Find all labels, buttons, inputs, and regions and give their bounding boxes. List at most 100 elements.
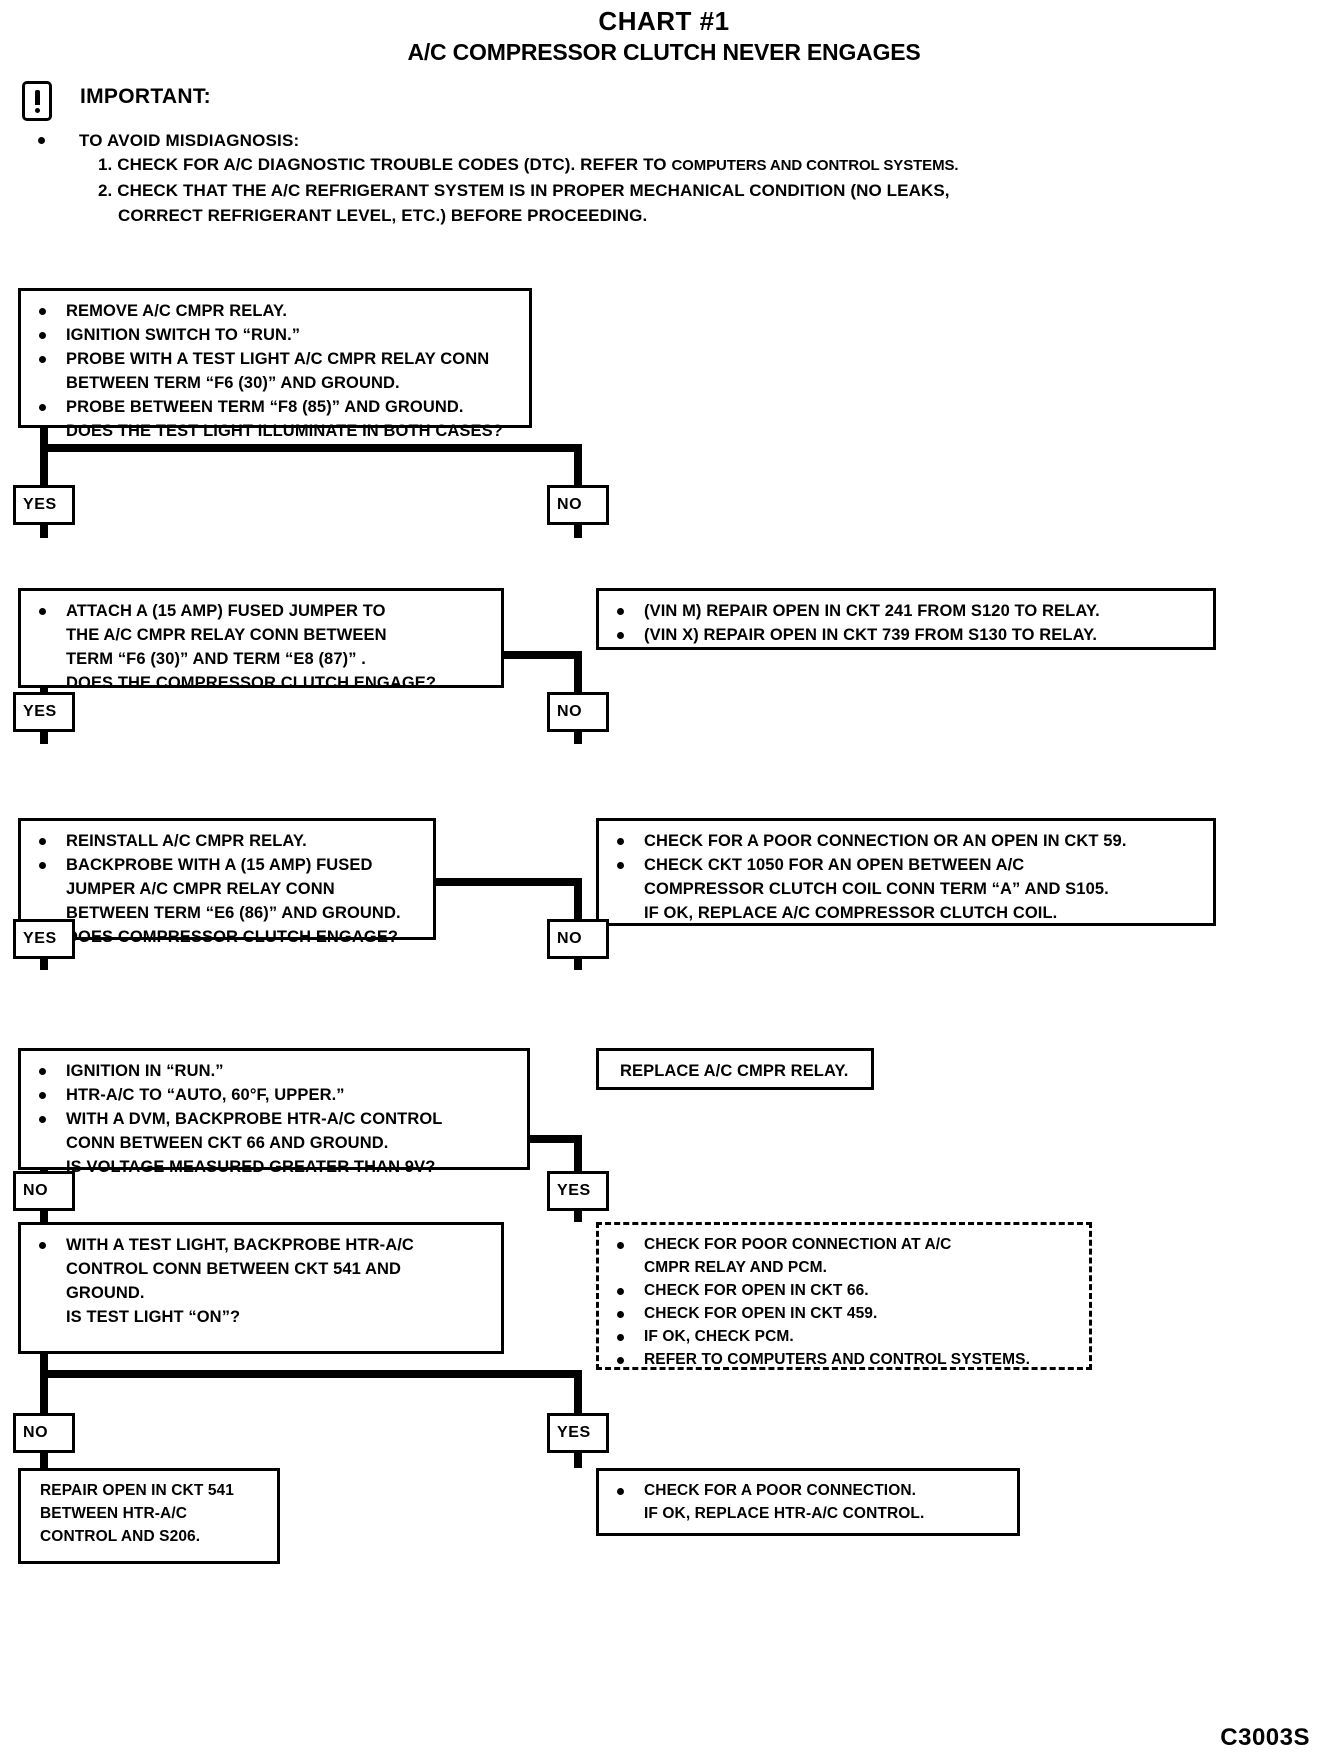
- list-item-continuation: IF OK, REPLACE HTR-A/C CONTROL.: [609, 1503, 1007, 1525]
- step-text: IGNITION IN “RUN.”: [66, 1062, 224, 1080]
- check-connections-pcm-dashed-box: CHECK FOR POOR CONNECTION AT A/C CMPR RE…: [596, 1222, 1092, 1370]
- step-text: THE A/C CMPR RELAY CONN BETWEEN: [66, 626, 387, 644]
- check-ckt-59-and-1050-box: CHECK FOR A POOR CONNECTION OR AN OPEN I…: [596, 818, 1216, 926]
- list-item: REINSTALL A/C CMPR RELAY.: [31, 830, 423, 853]
- branch-tag-no-5: NO: [13, 1413, 75, 1453]
- bullet-icon: [39, 404, 46, 411]
- connector-step5-yes-down: [574, 1370, 582, 1414]
- list-item: IGNITION IN “RUN.”: [31, 1060, 517, 1083]
- list-item-continuation: JUMPER A/C CMPR RELAY CONN: [31, 878, 423, 901]
- step-text: BETWEEN TERM “F6 (30)” AND GROUND.: [66, 374, 400, 392]
- step-text: CONTROL CONN BETWEEN CKT 541 AND: [66, 1260, 402, 1278]
- bullet-icon: [39, 356, 46, 363]
- branch-tag-yes-5: YES: [547, 1413, 609, 1453]
- step-text: BETWEEN HTR-A/C: [40, 1505, 188, 1522]
- chart-title: A/C COMPRESSOR CLUTCH NEVER ENGAGES: [407, 39, 921, 65]
- initial-relay-probe-test-box: REMOVE A/C CMPR RELAY. IGNITION SWITCH T…: [18, 288, 532, 440]
- exclamation-box-icon: [22, 81, 52, 121]
- bullet-icon: [617, 1334, 624, 1341]
- bullet-icon: [39, 862, 46, 869]
- step-text: CONN BETWEEN CKT 66 AND GROUND.: [66, 1134, 389, 1152]
- step-text: IS TEST LIGHT “ON”?: [66, 1308, 241, 1326]
- step-text: IF OK, REPLACE A/C COMPRESSOR CLUTCH COI…: [644, 904, 1058, 922]
- dvm-ckt-66-voltage-test-box: IGNITION IN “RUN.” HTR-A/C TO “AUTO, 60°…: [18, 1048, 530, 1176]
- list-item-continuation: IF OK, REPLACE A/C COMPRESSOR CLUTCH COI…: [609, 902, 1203, 925]
- repair-open-ckt-541-box: REPAIR OPEN IN CKT 541 BETWEEN HTR-A/C C…: [18, 1468, 280, 1564]
- list-item-continuation: IS TEST LIGHT “ON”?: [31, 1306, 491, 1329]
- step-text: JUMPER A/C CMPR RELAY CONN: [66, 880, 335, 898]
- step-text: GROUND.: [66, 1284, 145, 1302]
- chart-number: CHART #1: [598, 6, 730, 36]
- step-text: REMOVE A/C CMPR RELAY.: [66, 302, 288, 320]
- connector-step3-no-down: [574, 878, 582, 920]
- step-text: IS VOLTAGE MEASURED GREATER THAN 9V?: [66, 1158, 436, 1176]
- list-item-continuation: CONN BETWEEN CKT 66 AND GROUND.: [31, 1132, 517, 1155]
- connector-yes1-to-step2: [40, 512, 48, 538]
- step-text: DOES THE COMPRESSOR CLUTCH ENGAGE?: [66, 674, 437, 692]
- branch-tag-no-4: NO: [13, 1171, 75, 1211]
- list-item-continuation: CONTROL CONN BETWEEN CKT 541 AND: [31, 1258, 491, 1281]
- branch-tag-yes-1: YES: [13, 485, 75, 525]
- exclamation-stem: [34, 89, 40, 105]
- list-item-continuation: BETWEEN TERM “E6 (86)” AND GROUND.: [31, 902, 423, 925]
- step-text: DOES COMPRESSOR CLUTCH ENGAGE?: [66, 928, 399, 946]
- step-text: ATTACH A (15 AMP) FUSED JUMPER TO: [66, 602, 386, 620]
- important-bullet-text: TO AVOID MISDIAGNOSIS:: [79, 131, 300, 150]
- step-text: CHECK FOR POOR CONNECTION AT A/C: [644, 1236, 952, 1253]
- bullet-icon: [39, 1242, 46, 1249]
- bullet-icon: [617, 608, 624, 615]
- step-text: COMPRESSOR CLUTCH COIL CONN TERM “A” AND…: [644, 880, 1109, 898]
- list-item: CHECK FOR OPEN IN CKT 459.: [609, 1303, 1079, 1325]
- bullet-icon: [39, 1068, 46, 1075]
- connector-no5-to-box: [40, 1440, 48, 1468]
- list-item: REPLACE A/C CMPR RELAY.: [585, 1060, 861, 1083]
- bullet-icon: [39, 1116, 46, 1123]
- bullet-icon: [39, 308, 46, 315]
- branch-tag-yes-4: YES: [547, 1171, 609, 1211]
- connector-yes5-to-box: [574, 1440, 582, 1468]
- chart-header: CHART #1 A/C COMPRESSOR CLUTCH NEVER ENG…: [0, 6, 1328, 66]
- list-item: PROBE WITH A TEST LIGHT A/C CMPR RELAY C…: [31, 348, 519, 371]
- list-item: CHECK FOR POOR CONNECTION AT A/C: [609, 1234, 1079, 1256]
- replace-ac-cmpr-relay-box: REPLACE A/C CMPR RELAY.: [596, 1048, 874, 1090]
- list-item: REPAIR OPEN IN CKT 541: [5, 1480, 267, 1502]
- branch-tag-no-1: NO: [547, 485, 609, 525]
- important-label: IMPORTANT:: [80, 85, 211, 108]
- list-item-continuation: DOES THE TEST LIGHT ILLUMINATE IN BOTH C…: [31, 420, 519, 443]
- step-text: WITH A TEST LIGHT, BACKPROBE HTR-A/C: [66, 1236, 414, 1254]
- backprobe-term-e6-86-test-box: REINSTALL A/C CMPR RELAY. BACKPROBE WITH…: [18, 818, 436, 946]
- step-text: (VIN X) REPAIR OPEN IN CKT 739 FROM S130…: [644, 626, 1098, 644]
- bullet-icon: [617, 838, 624, 845]
- list-item-continuation: BETWEEN HTR-A/C: [5, 1503, 267, 1525]
- list-item: REMOVE A/C CMPR RELAY.: [31, 300, 519, 323]
- important-item-2-line-1: 2. CHECK THAT THE A/C REFRIGERANT SYSTEM…: [98, 181, 950, 200]
- step-text: BACKPROBE WITH A (15 AMP) FUSED: [66, 856, 373, 874]
- bullet-icon: [617, 1311, 624, 1318]
- list-item-continuation: CONTROL AND S206.: [5, 1526, 267, 1548]
- bullet-icon: [38, 137, 45, 144]
- list-item: CHECK CKT 1050 FOR AN OPEN BETWEEN A/C: [609, 854, 1203, 877]
- list-item: WITH A TEST LIGHT, BACKPROBE HTR-A/C: [31, 1234, 491, 1257]
- step-text: IGNITION SWITCH TO “RUN.”: [66, 326, 301, 344]
- step-text: REPLACE A/C CMPR RELAY.: [620, 1062, 849, 1080]
- list-item-continuation: DOES THE COMPRESSOR CLUTCH ENGAGE?: [31, 672, 491, 695]
- important-body: TO AVOID MISDIAGNOSIS: 1. CHECK FOR A/C …: [22, 129, 1122, 228]
- bullet-icon: [39, 1092, 46, 1099]
- important-header: IMPORTANT:: [22, 80, 1122, 121]
- connector-no1-to-box: [574, 512, 582, 538]
- step-text: IF OK, REPLACE HTR-A/C CONTROL.: [644, 1505, 925, 1522]
- step-text: REFER TO COMPUTERS AND CONTROL SYSTEMS.: [644, 1351, 1030, 1368]
- check-poor-connection-replace-control-box: CHECK FOR A POOR CONNECTION. IF OK, REPL…: [596, 1468, 1020, 1536]
- list-item: CHECK FOR A POOR CONNECTION.: [609, 1480, 1007, 1502]
- list-item: WITH A DVM, BACKPROBE HTR-A/C CONTROL: [31, 1108, 517, 1131]
- bullet-icon: [617, 1357, 624, 1364]
- test-light-ckt-541-test-box: WITH A TEST LIGHT, BACKPROBE HTR-A/C CON…: [18, 1222, 504, 1354]
- connector-step1-down: [40, 425, 48, 485]
- list-item: (VIN M) REPAIR OPEN IN CKT 241 FROM S120…: [609, 600, 1203, 623]
- bullet-icon: [39, 332, 46, 339]
- bullet-icon: [617, 862, 624, 869]
- fused-jumper-clutch-engage-test-box: ATTACH A (15 AMP) FUSED JUMPER TO THE A/…: [18, 588, 504, 692]
- list-item: IF OK, CHECK PCM.: [609, 1326, 1079, 1348]
- connector-step5-horizontal: [40, 1370, 582, 1378]
- step-text: PROBE BETWEEN TERM “F8 (85)” AND GROUND.: [66, 398, 464, 416]
